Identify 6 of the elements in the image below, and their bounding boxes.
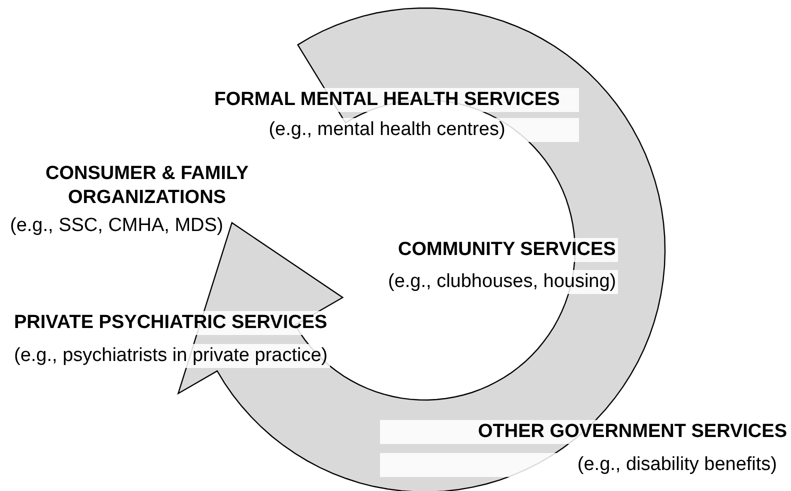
service-examples: (e.g., clubhouses, housing) bbox=[386, 270, 618, 294]
service-examples: (e.g., disability benefits) bbox=[380, 453, 779, 477]
service-heading: OTHER GOVERNMENT SERVICES bbox=[380, 420, 789, 444]
service-heading: PRIVATE PSYCHIATRIC SERVICES bbox=[12, 311, 330, 335]
service-heading: COMMUNITY SERVICES bbox=[396, 238, 618, 262]
service-examples: (e.g., psychiatrists in private practice) bbox=[12, 344, 330, 368]
